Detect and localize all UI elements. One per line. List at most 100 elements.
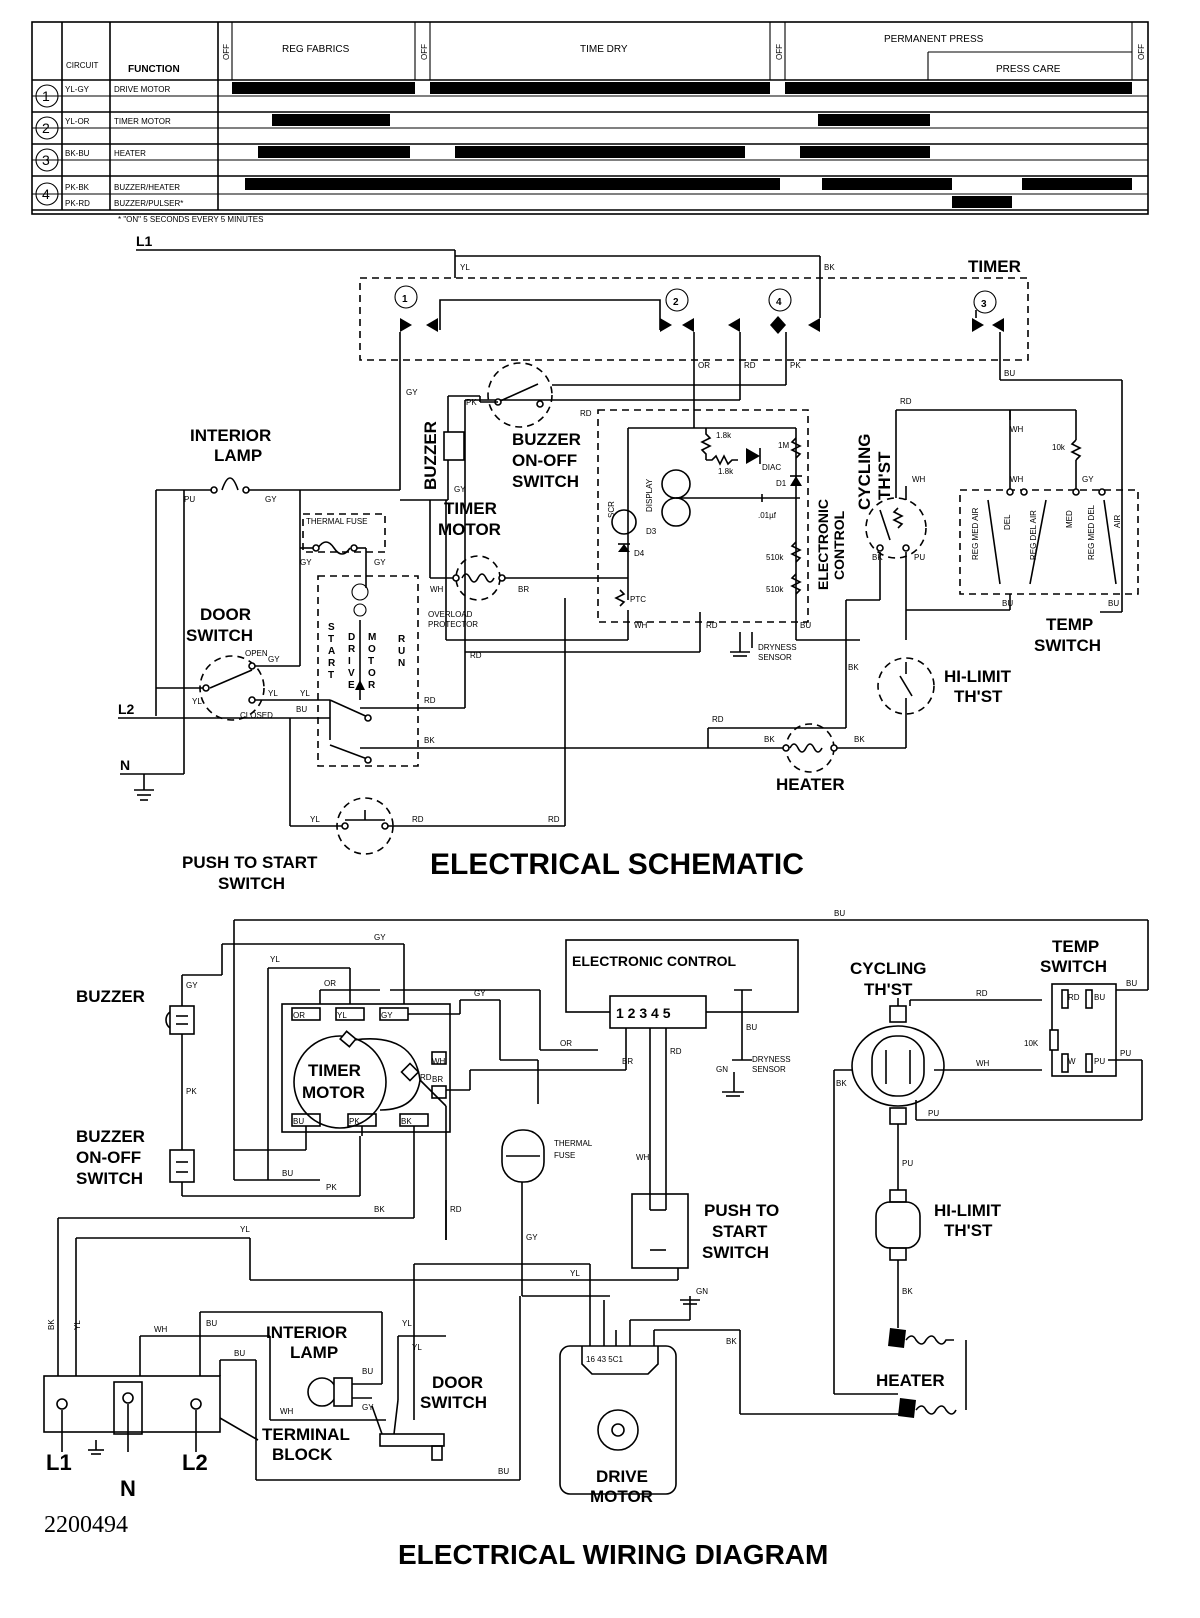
svg-text:GY: GY — [300, 558, 312, 567]
svg-text:BK: BK — [836, 1079, 847, 1088]
svg-text:OVERLOAD: OVERLOAD — [428, 610, 473, 619]
svg-text:SWITCH: SWITCH — [186, 626, 253, 645]
svg-text:BK: BK — [902, 1287, 913, 1296]
svg-text:SWITCH: SWITCH — [218, 874, 285, 893]
svg-text:510k: 510k — [766, 553, 784, 562]
timer-motor-component: TIMER MOTOR — [293, 1030, 421, 1129]
push-to-start: PUSH TO START SWITCH — [182, 797, 394, 893]
svg-text:HEATER: HEATER — [776, 775, 845, 794]
svg-text:BK: BK — [401, 1117, 412, 1126]
svg-text:T: T — [368, 656, 374, 667]
svg-text:O: O — [368, 668, 376, 679]
svg-text:GN: GN — [716, 1065, 728, 1074]
svg-text:1.8k: 1.8k — [718, 467, 734, 476]
svg-text:TH'ST: TH'ST — [864, 980, 913, 999]
svg-text:BLOCK: BLOCK — [272, 1445, 333, 1464]
electrical-schematic: L1 YL BK TIMER 1 2 4 3 — [118, 233, 1139, 893]
svg-text:OR: OR — [324, 979, 336, 988]
svg-text:RD: RD — [744, 361, 756, 370]
svg-text:BR: BR — [622, 1057, 633, 1066]
col-circuit-header: CIRCUIT — [66, 61, 99, 70]
svg-text:TIMER: TIMER — [308, 1061, 361, 1080]
svg-text:YL: YL — [192, 697, 202, 706]
row-circuit: BK-BU — [65, 149, 90, 158]
svg-text:BUZZER: BUZZER — [76, 987, 145, 1006]
buzzer-component: BUZZER — [76, 987, 195, 1035]
svg-text:CYCLING: CYCLING — [855, 434, 874, 511]
svg-text:GY: GY — [186, 981, 198, 990]
svg-text:DRYNESS: DRYNESS — [758, 643, 797, 652]
svg-text:SWITCH: SWITCH — [1040, 957, 1107, 976]
svg-text:PU: PU — [902, 1159, 913, 1168]
interior-lamp-component: INTERIOR LAMP — [266, 1323, 353, 1407]
svg-text:SWITCH: SWITCH — [512, 472, 579, 491]
row-function: TIMER MOTOR — [114, 117, 171, 126]
cycle-bars — [232, 82, 1132, 208]
temp-switch-component: TEMP SWITCH RD BU W PU 10K — [1024, 937, 1117, 1077]
svg-text:BK: BK — [764, 735, 775, 744]
svg-text:SWITCH: SWITCH — [1034, 636, 1101, 655]
svg-text:DOOR: DOOR — [432, 1373, 483, 1392]
buzzer-label: BUZZER — [421, 421, 440, 490]
interior-lamp: INTERIOR LAMP — [190, 426, 271, 494]
buzzer-switch-boundary — [487, 362, 553, 428]
svg-text:ON-OFF: ON-OFF — [76, 1148, 141, 1167]
svg-text:PU: PU — [1120, 1049, 1131, 1058]
svg-text:CYCLING: CYCLING — [850, 959, 927, 978]
svg-text:W: W — [1068, 1057, 1076, 1066]
hi-limit-component: HI-LIMIT TH'ST — [875, 1189, 1002, 1261]
svg-text:YL: YL — [268, 689, 278, 698]
svg-text:TH'ST: TH'ST — [944, 1221, 993, 1240]
svg-text:PK: PK — [349, 1117, 360, 1126]
svg-text:BK: BK — [374, 1205, 385, 1214]
cycle-reg-fabrics: REG FABRICS — [282, 44, 350, 55]
svg-text:PU: PU — [914, 553, 925, 562]
svg-text:OPEN: OPEN — [245, 649, 268, 658]
svg-text:BR: BR — [518, 585, 529, 594]
svg-text:YL: YL — [73, 1320, 82, 1330]
svg-text:PU: PU — [928, 1109, 939, 1118]
svg-text:M: M — [368, 632, 376, 643]
svg-text:WH: WH — [1010, 475, 1024, 484]
svg-text:PROTECTOR: PROTECTOR — [428, 620, 478, 629]
schematic-title: ELECTRICAL SCHEMATIC — [430, 848, 804, 881]
svg-text:D4: D4 — [634, 549, 645, 558]
svg-text:PK: PK — [326, 1183, 337, 1192]
drive-motor-component: 16 43 5C1 DRIVE MOTOR — [559, 1345, 677, 1506]
svg-text:GY: GY — [406, 388, 418, 397]
cycle-chart: CIRCUIT FUNCTION OFF OFF OFF OFF REG FAB… — [31, 21, 1149, 224]
svg-text:WH: WH — [154, 1325, 168, 1334]
buzzer-switch-label: BUZZER ON-OFF SWITCH — [512, 430, 581, 491]
svg-text:U: U — [398, 646, 405, 657]
wd-l2-label: L2 — [182, 1450, 208, 1475]
svg-text:BR: BR — [432, 1075, 443, 1084]
svg-text:REG MED AIR: REG MED AIR — [971, 507, 980, 560]
push-to-start-component: PUSH TO START SWITCH — [631, 1193, 779, 1269]
svg-text:GY: GY — [374, 933, 386, 942]
svg-text:BK: BK — [424, 736, 435, 745]
electronic-control-box — [597, 409, 809, 623]
svg-text:1 2 3 4 5: 1 2 3 4 5 — [616, 1005, 671, 1021]
svg-text:RD: RD — [1068, 993, 1080, 1002]
row-1: 1 YL-GY DRIVE MOTOR — [35, 84, 171, 108]
svg-text:BK: BK — [848, 663, 859, 672]
svg-text:BU: BU — [1094, 993, 1105, 1002]
svg-text:BK: BK — [872, 553, 883, 562]
svg-text:WH: WH — [636, 1153, 650, 1162]
drive-motor-letters: D — [348, 632, 355, 643]
svg-text:.01µf: .01µf — [758, 511, 777, 520]
thermal-fuse-boundary — [302, 513, 386, 553]
wire-label: YL — [460, 263, 470, 272]
svg-text:RD: RD — [420, 1073, 432, 1082]
svg-text:FUSE: FUSE — [554, 1151, 575, 1160]
svg-text:RD: RD — [580, 409, 592, 418]
svg-text:PUSH TO START: PUSH TO START — [182, 853, 318, 872]
svg-text:BU: BU — [800, 621, 811, 630]
thermal-fuse-component: THERMAL FUSE — [501, 1129, 593, 1183]
svg-text:GN: GN — [696, 1287, 708, 1296]
svg-text:ON-OFF: ON-OFF — [512, 451, 577, 470]
wiring-title: ELECTRICAL WIRING DIAGRAM — [398, 1539, 828, 1570]
row-circuit: YL-OR — [65, 117, 90, 126]
cycle-permanent-press: PERMANENT PRESS — [884, 34, 984, 45]
dryness-sensor-component: DRYNESS SENSOR — [732, 1055, 791, 1074]
